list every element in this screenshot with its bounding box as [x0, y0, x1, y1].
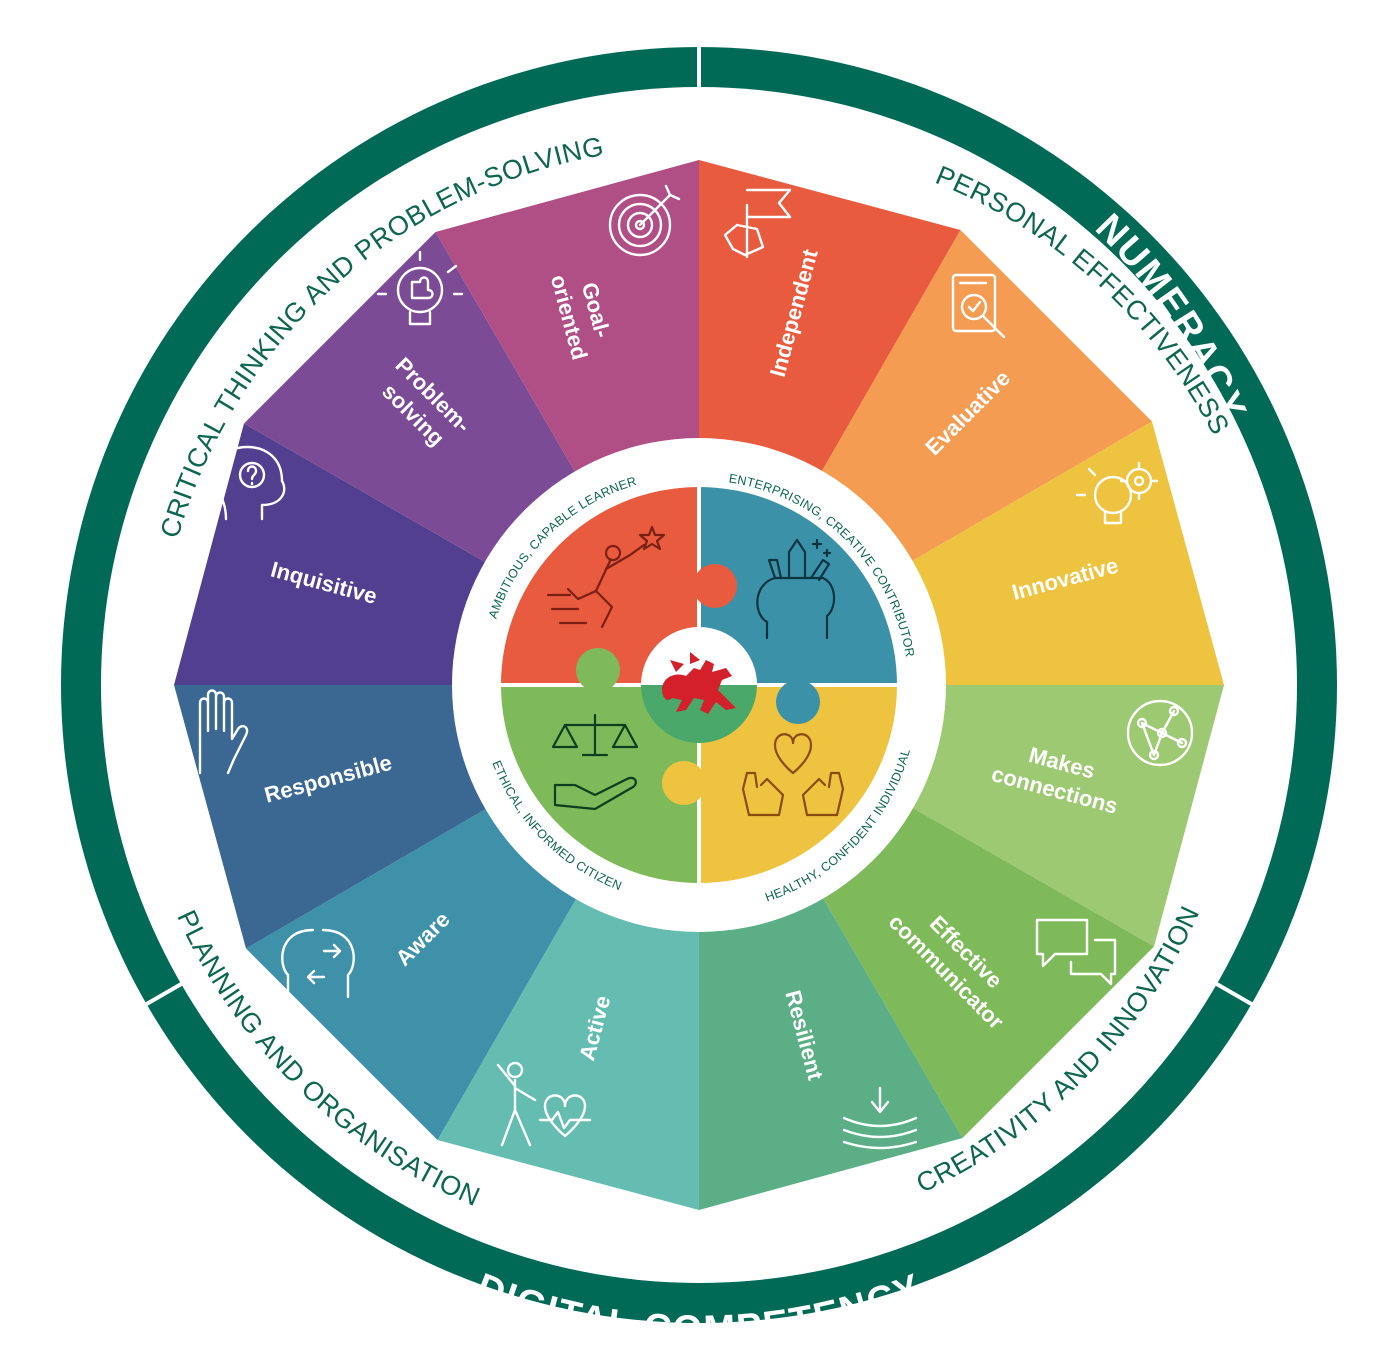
quarter-healthy: [699, 685, 897, 883]
head-question-icon: [215, 445, 286, 521]
person-exercise-heart-icon: [496, 1061, 592, 1147]
flying-person-star-icon: [546, 525, 666, 629]
bounce-arrow-icon: [842, 1086, 918, 1150]
lightbulb-gear-icon: [1075, 461, 1159, 525]
network-globe-icon: [1126, 699, 1194, 767]
puzzle-tab: [576, 648, 620, 692]
quarter-enterprising: [699, 487, 897, 685]
puzzle-tab: [662, 761, 706, 805]
two-heads-arrows-icon: [281, 928, 355, 999]
dragon-shape: [662, 652, 736, 714]
head-tools-icon: [756, 538, 836, 640]
flag-bottom-green: [641, 685, 757, 743]
welsh-dragon-flag-icon: [641, 627, 757, 743]
puzzle-tab: [776, 680, 820, 724]
quarter-ethical: [501, 685, 699, 883]
target-icon: [608, 184, 681, 257]
lightbulb-puzzle-icon: [376, 250, 464, 326]
quarter-ambitious: [501, 487, 699, 685]
flag-top-white: [641, 627, 757, 685]
document-magnifier-icon: [951, 273, 1006, 339]
puzzle-tab: [693, 564, 737, 608]
scales-hand-icon: [551, 713, 639, 811]
hands-heart-icon: [741, 733, 845, 817]
raised-hand-icon: [198, 689, 249, 775]
purposes-puzzle: [501, 487, 897, 883]
speech-bubbles-icon: [1035, 918, 1117, 986]
flag-in-hand-icon: [723, 188, 792, 259]
